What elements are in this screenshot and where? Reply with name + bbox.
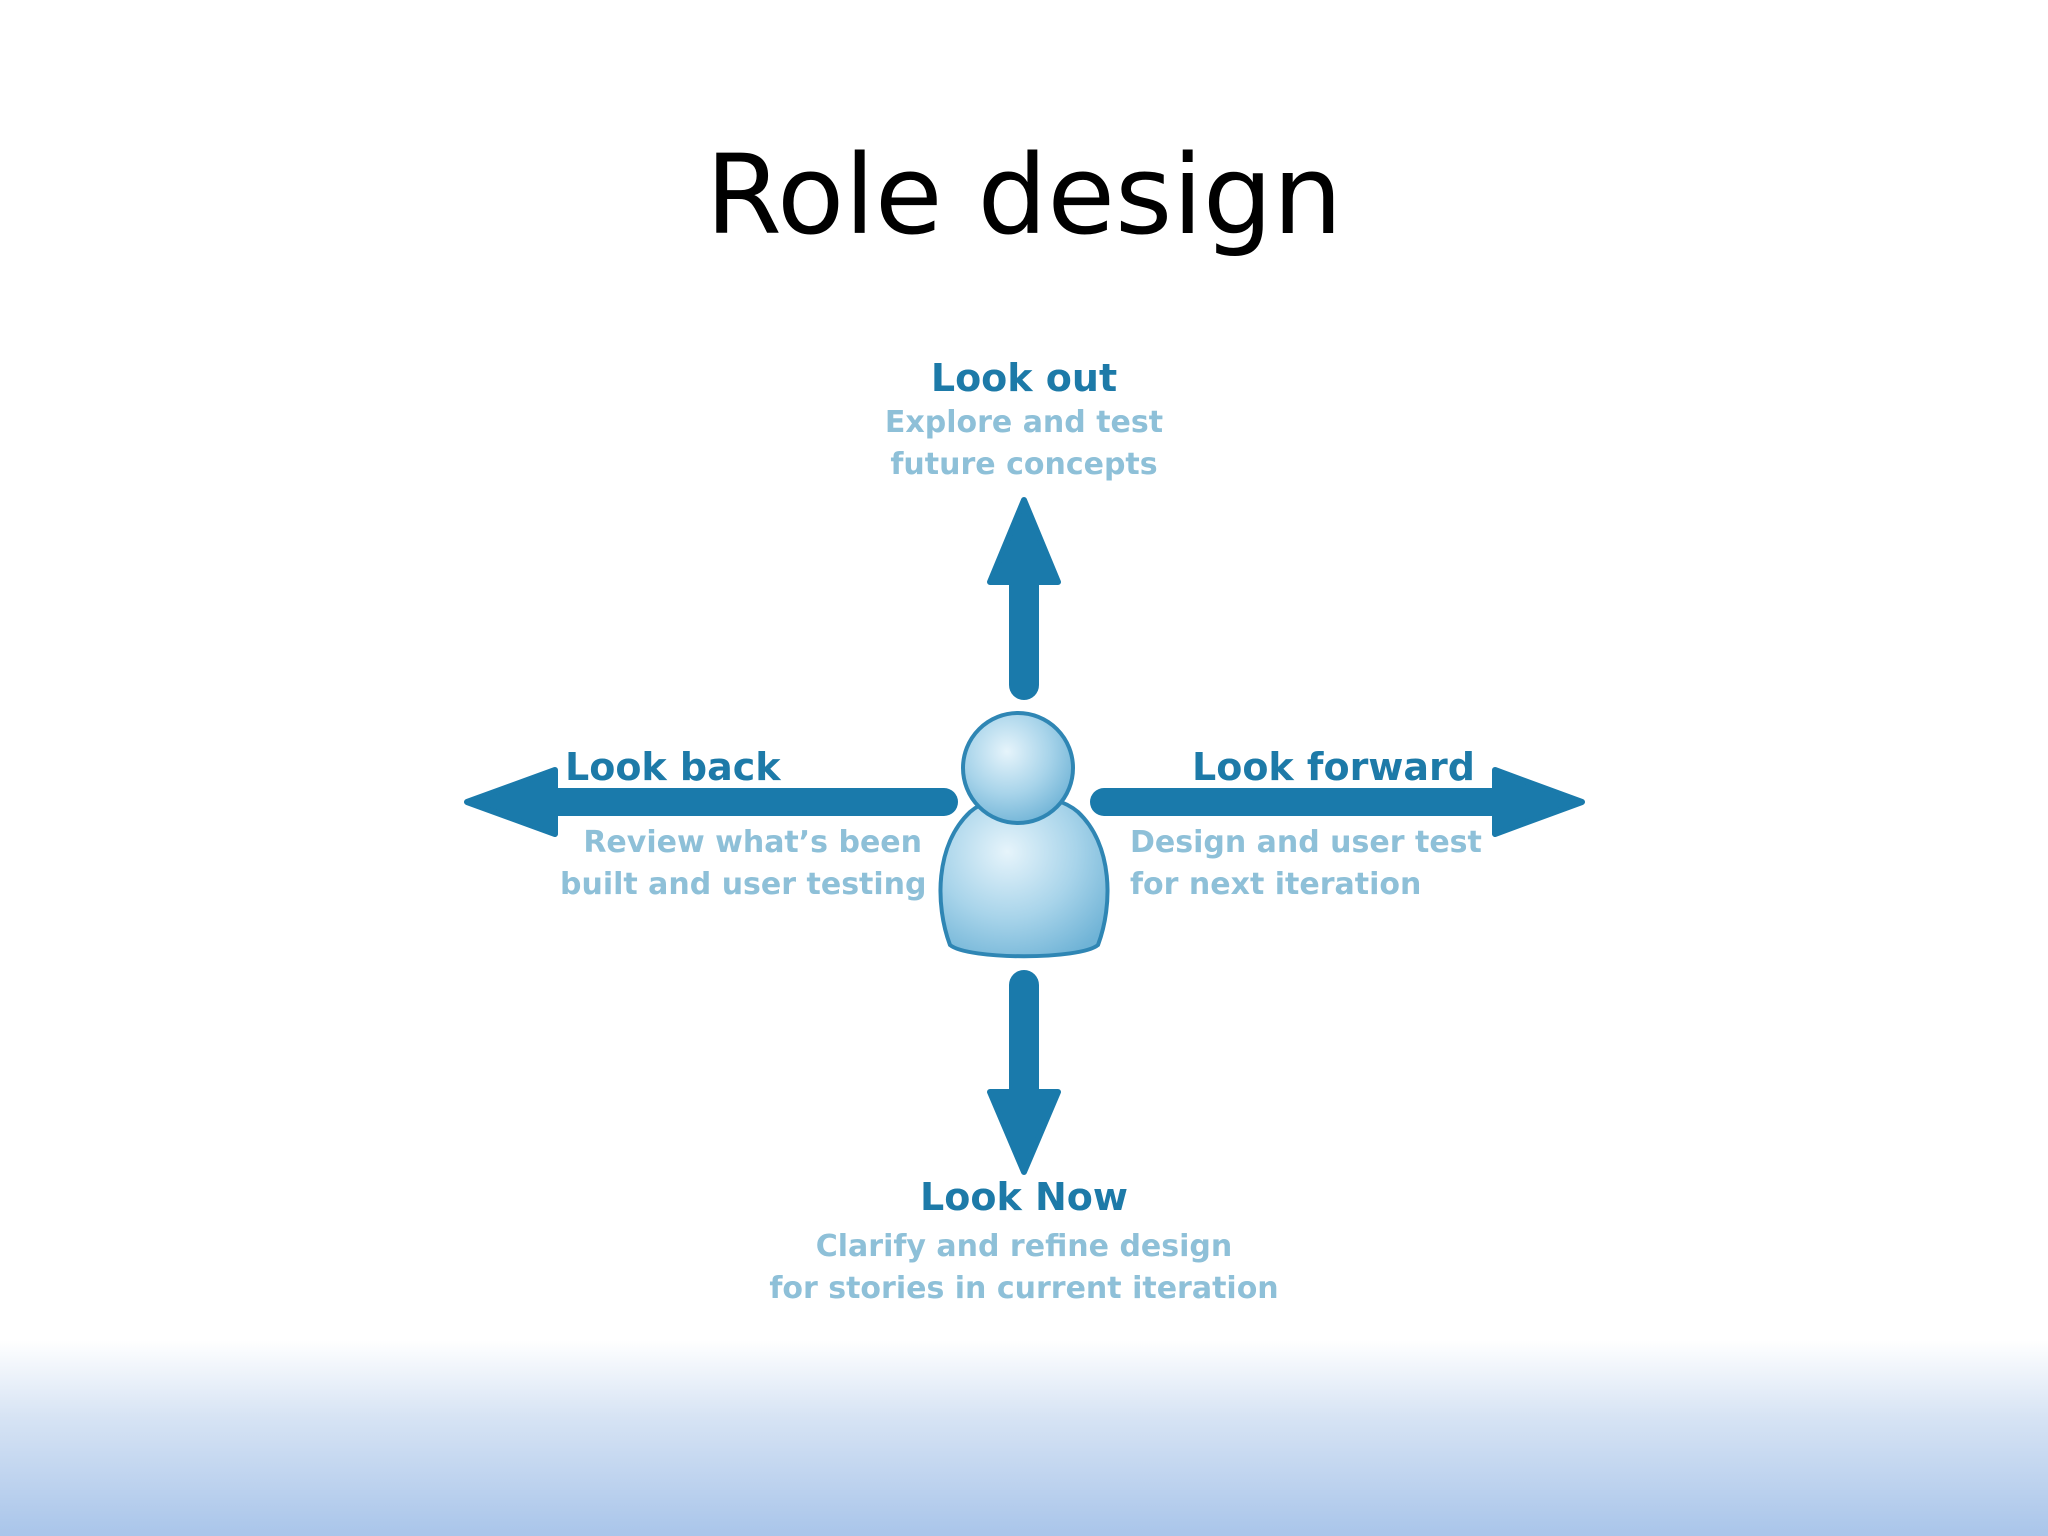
desc-look-forward-line1: Design and user test	[1130, 825, 1482, 860]
arrow-right-look-forward	[1090, 767, 1585, 837]
desc-look-now-line1: Clarify and refine design	[815, 1229, 1233, 1264]
label-look-out: Look out	[930, 356, 1118, 400]
label-look-forward: Look forward	[1192, 745, 1475, 789]
bottom-gradient-band	[0, 1340, 2048, 1536]
desc-look-out-line2: future concepts	[890, 447, 1158, 482]
desc-look-back-line1: Review what’s been	[583, 825, 922, 860]
arrow-up-look-out	[987, 497, 1061, 700]
label-look-now: Look Now	[920, 1175, 1128, 1219]
arrow-left-look-back	[464, 767, 958, 837]
arrow-down-look-now	[987, 970, 1061, 1175]
desc-look-now-line2: for stories in current iteration	[769, 1271, 1279, 1306]
label-look-back: Look back	[565, 745, 781, 789]
desc-look-out-line1: Explore and test	[884, 405, 1164, 440]
slide-title: Role design	[705, 131, 1343, 259]
desc-look-forward-line2: for next iteration	[1130, 867, 1422, 902]
desc-look-back-line2: built and user testing	[560, 867, 927, 902]
person-icon	[938, 711, 1110, 959]
